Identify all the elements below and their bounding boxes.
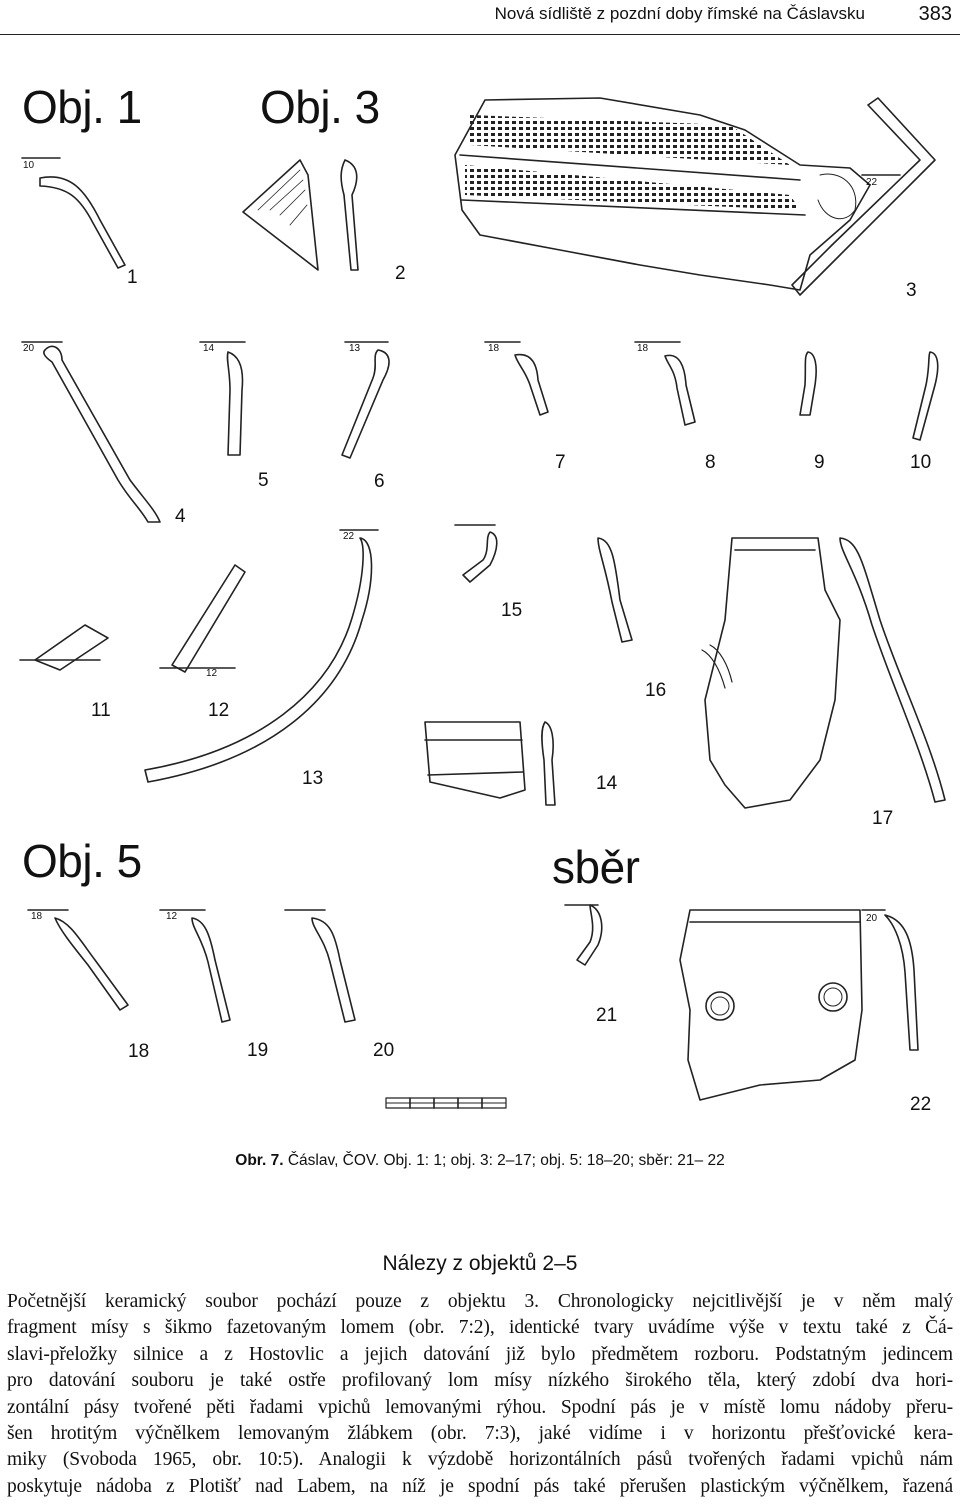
find-number-11: 11 xyxy=(91,700,111,721)
caption-label: Obr. 7. xyxy=(235,1152,284,1169)
text-line: zontální pásy tvořené pěti řadami vpichů… xyxy=(7,1396,953,1418)
find-number-7: 7 xyxy=(555,452,566,473)
sherd-12 xyxy=(159,564,246,673)
find-number-20: 20 xyxy=(373,1040,395,1061)
diameter-mark: 22 xyxy=(343,531,355,542)
sherd-13 xyxy=(144,529,379,783)
page-number: 383 xyxy=(918,3,952,25)
find-number-10: 10 xyxy=(910,452,932,473)
text-line: poskytuje nádoba z Plotišť nad Labem, na… xyxy=(7,1475,953,1497)
diameter-mark: 14 xyxy=(203,343,215,354)
diameter-mark: 10 xyxy=(23,160,35,171)
find-number-2: 2 xyxy=(395,263,406,284)
sherd-20 xyxy=(284,909,356,1023)
text-line: šen hrotitým výčnělkem lemovaným žlábkem… xyxy=(7,1423,953,1445)
group-label-sber: sběr xyxy=(552,841,640,893)
diameter-mark: 18 xyxy=(637,343,649,354)
sherd-1 xyxy=(21,157,126,269)
sherd-21 xyxy=(564,904,603,966)
find-number-16: 16 xyxy=(645,680,667,701)
diameter-mark: 12 xyxy=(206,668,218,679)
find-number-5: 5 xyxy=(258,470,269,491)
diameter-mark: 18 xyxy=(488,343,500,354)
find-number-18: 18 xyxy=(128,1041,150,1062)
diameter-mark: 20 xyxy=(23,343,35,354)
sherd-18 xyxy=(27,909,129,1011)
group-label-obj3: Obj. 3 xyxy=(260,81,380,133)
sherd-4 xyxy=(21,341,161,523)
sherd-3 xyxy=(454,97,936,296)
find-number-17: 17 xyxy=(872,808,894,829)
pottery-drawings xyxy=(19,97,946,1109)
figure-caption: Obr. 7. Čáslav, ČOV. Obj. 1: 1; obj. 3: … xyxy=(0,1152,960,1170)
sherd-8 xyxy=(634,341,696,426)
caption-text: Čáslav, ČOV. Obj. 1: 1; obj. 3: 2–17; ob… xyxy=(283,1152,725,1169)
sherd-2 xyxy=(242,159,359,271)
find-number-4: 4 xyxy=(175,506,186,527)
find-number-19: 19 xyxy=(247,1040,269,1061)
sherd-22 xyxy=(679,909,919,1101)
text-line: slavi-přeložky silnice a z Hostovlic a j… xyxy=(7,1343,953,1365)
sherd-14 xyxy=(424,721,556,806)
running-title: Nová sídliště z pozdní doby římské na Čá… xyxy=(494,4,865,23)
find-number-14: 14 xyxy=(596,773,618,794)
sherd-6 xyxy=(341,341,390,459)
diameter-mark: 20 xyxy=(866,913,878,924)
find-number-22: 22 xyxy=(910,1094,932,1115)
sherd-9 xyxy=(799,351,817,416)
find-number-12: 12 xyxy=(208,700,230,721)
body-text: Početnější keramický soubor pochází pouz… xyxy=(7,1289,953,1500)
sherd-7 xyxy=(484,341,549,416)
find-number-1: 1 xyxy=(127,267,138,288)
sherd-5 xyxy=(199,341,246,456)
diameter-mark: 13 xyxy=(349,343,361,354)
diameter-mark: 12 xyxy=(166,911,178,922)
sherd-16 xyxy=(701,537,841,809)
text-line: fragment mísy s šikmo fazetovaným lomem … xyxy=(7,1317,953,1339)
sherd-15 xyxy=(454,524,498,583)
sherd-19 xyxy=(159,909,231,1023)
find-number-9: 9 xyxy=(814,452,825,473)
text-line: miky (Svoboda 1965, obr. 10:5). Analogii… xyxy=(7,1449,953,1471)
section-heading: Nálezy z objektů 2–5 xyxy=(382,1252,578,1275)
sherd-11 xyxy=(19,624,109,671)
find-number-13: 13 xyxy=(302,768,324,789)
figure-drawings: Obj. 1 Obj. 3 Obj. 5 sběr 10 20 14 13 18… xyxy=(0,60,960,1140)
group-label-obj5: Obj. 5 xyxy=(22,835,142,887)
sherd-17 xyxy=(839,537,946,803)
page-header: Nová sídliště z pozdní doby římské na Čá… xyxy=(0,0,960,35)
find-number-3: 3 xyxy=(906,280,917,301)
diameter-mark: 22 xyxy=(866,177,878,188)
group-label-obj1: Obj. 1 xyxy=(22,81,142,133)
text-line: pro datování souboru je také ostře profi… xyxy=(7,1370,953,1392)
scale-bar xyxy=(385,1097,507,1109)
find-number-8: 8 xyxy=(705,452,716,473)
find-number-21: 21 xyxy=(596,1005,618,1026)
find-number-15: 15 xyxy=(501,600,523,621)
text-line: Početnější keramický soubor pochází pouz… xyxy=(7,1291,953,1312)
diameter-mark: 18 xyxy=(31,911,43,922)
sherd-16-left xyxy=(597,537,633,643)
sherd-10 xyxy=(912,351,939,441)
find-number-6: 6 xyxy=(374,471,385,492)
